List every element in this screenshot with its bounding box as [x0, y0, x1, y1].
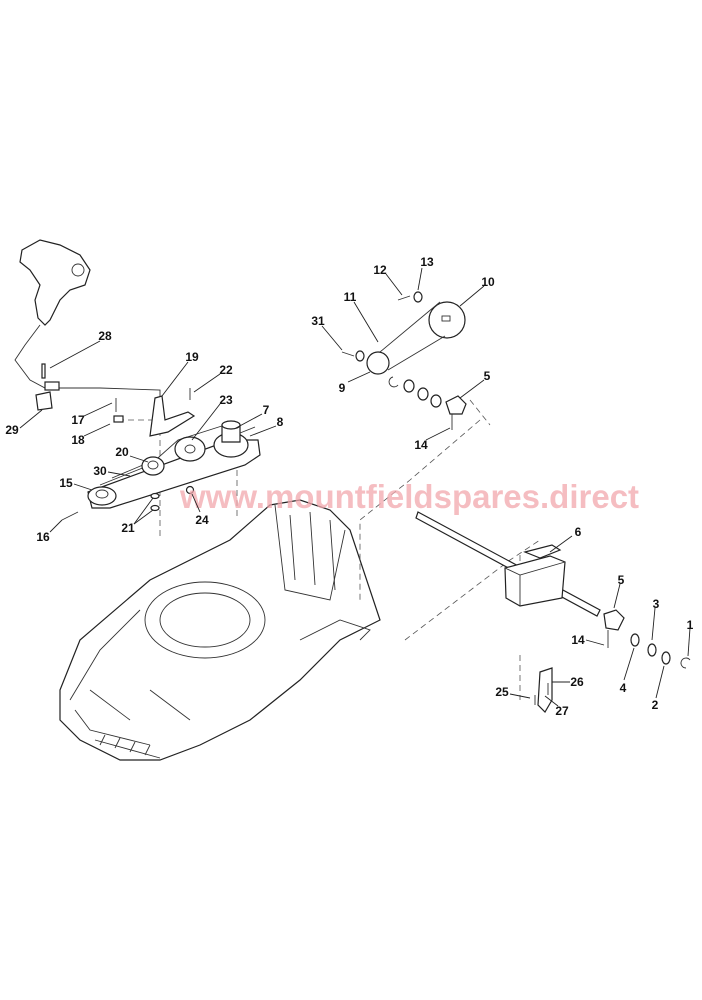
- part-number-labels: 2819222371718292030158242116121310113195…: [5, 255, 693, 718]
- part-label-6: 6: [575, 525, 582, 539]
- gearbox-and-axle: [415, 511, 691, 713]
- part-label-11: 11: [344, 290, 357, 304]
- bracket: [149, 395, 196, 437]
- part-label-16: 16: [36, 530, 50, 544]
- part-label-5: 5: [618, 573, 625, 587]
- control-lever: [14, 239, 161, 411]
- part-label-21: 21: [121, 521, 135, 535]
- part-label-15: 15: [59, 476, 73, 490]
- part-label-5: 5: [484, 369, 491, 383]
- part-label-29: 29: [5, 423, 19, 437]
- part-label-1: 1: [687, 618, 694, 632]
- part-label-7: 7: [263, 403, 270, 417]
- part-label-14: 14: [571, 633, 585, 647]
- part-label-12: 12: [373, 263, 387, 277]
- part-label-3: 3: [653, 597, 660, 611]
- part-label-14: 14: [414, 438, 428, 452]
- part-label-2: 2: [652, 698, 659, 712]
- part-label-19: 19: [185, 350, 199, 364]
- part-label-23: 23: [219, 393, 233, 407]
- part-label-30: 30: [93, 464, 107, 478]
- part-label-24: 24: [195, 513, 209, 527]
- part-label-8: 8: [277, 415, 284, 429]
- part-label-4: 4: [620, 681, 627, 695]
- part-label-25: 25: [495, 685, 509, 699]
- part-label-17: 17: [71, 413, 85, 427]
- part-label-28: 28: [98, 329, 112, 343]
- part-label-18: 18: [71, 433, 85, 447]
- part-label-9: 9: [339, 381, 346, 395]
- part-label-20: 20: [115, 445, 129, 459]
- watermark: www.mountfieldspares.direct: [179, 478, 639, 515]
- belt-drive: [61, 388, 261, 521]
- mower-deck: [59, 499, 381, 761]
- leader-lines: [19, 267, 691, 707]
- part-label-27: 27: [555, 704, 569, 718]
- part-label-10: 10: [481, 275, 495, 289]
- chain-drive: [341, 291, 467, 430]
- part-label-26: 26: [570, 675, 584, 689]
- part-label-13: 13: [420, 255, 434, 269]
- part-label-31: 31: [311, 314, 325, 328]
- part-label-22: 22: [219, 363, 233, 377]
